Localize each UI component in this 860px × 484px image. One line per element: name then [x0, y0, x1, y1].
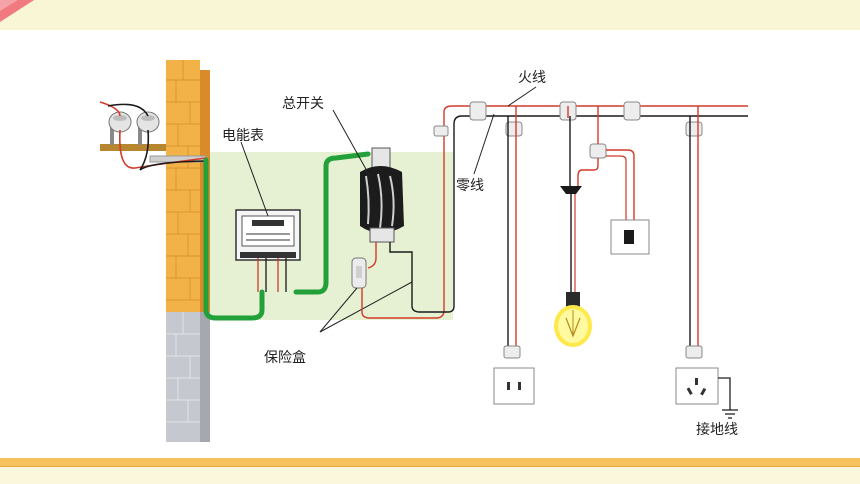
footer-stripe: [0, 458, 860, 467]
brick-wall: [166, 60, 210, 442]
label-fire-wire: 火线: [518, 70, 546, 86]
label-neutral-wire: 零线: [456, 178, 484, 194]
header-band: [0, 0, 860, 30]
household-wiring-diagram: 火线 总开关 电能表 零线 保险盒 接地线: [99, 60, 748, 442]
service-cable-in: [203, 157, 265, 321]
bulb-icon: [554, 292, 592, 347]
service-cable-out: [293, 151, 371, 295]
corner-ribbon: [0, 0, 34, 22]
fuse-box-icon: [351, 257, 367, 289]
meter-icon: [235, 209, 301, 261]
label-main-switch: 总开关: [282, 96, 324, 112]
footer-band: [0, 458, 860, 484]
label-ground-wire: 接地线: [696, 421, 738, 438]
label-meter: 电能表: [222, 128, 264, 144]
socket-two-pin-icon: [493, 367, 535, 405]
wall-switch-icon: [610, 219, 650, 255]
ground-symbol-icon: [722, 409, 738, 419]
label-fuse-box: 保险盒: [264, 349, 306, 366]
main-switch-icon: [360, 147, 404, 243]
junction-box-icon: [433, 101, 703, 159]
socket-three-pin-icon: [675, 367, 719, 405]
